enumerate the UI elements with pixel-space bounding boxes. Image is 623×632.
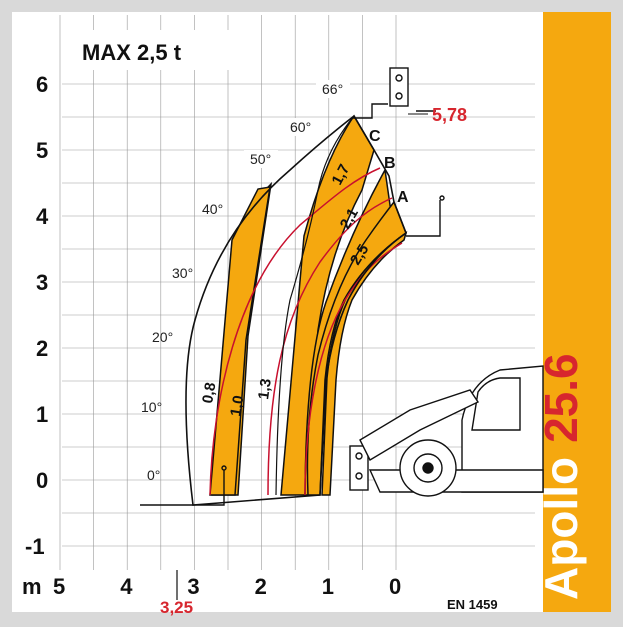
- machine-chassis: [368, 469, 544, 493]
- angle-10: 10°: [141, 399, 162, 415]
- telehandler-machine: [359, 365, 544, 497]
- angle-0: 0°: [147, 467, 160, 483]
- extension-label-c: C: [369, 128, 381, 145]
- extension-label-b: B: [384, 155, 396, 172]
- radius-curve-inner: [304, 242, 403, 496]
- angle-66: 66°: [322, 81, 343, 97]
- radius-curves: [209, 167, 403, 496]
- fork-at-max-reach: [406, 195, 445, 237]
- x-tick-label: 4: [120, 574, 133, 599]
- boom-angle-labels: 66° 60° 50° 40° 30° 20° 10° 0°: [141, 80, 350, 483]
- x-tick-label: 2: [255, 574, 267, 599]
- machine-cab-window: [471, 377, 521, 431]
- plot-panel: [12, 12, 543, 612]
- fork-at-ground: [140, 445, 369, 506]
- axis-ticks: 5 4 3 2 1 0 -1 0 1 2 3 4 5 6: [25, 72, 401, 599]
- radius-curve-outer: [209, 167, 381, 496]
- radius-curve-mid: [267, 197, 393, 496]
- angle-30: 30°: [172, 265, 193, 281]
- boom-envelope-front: [275, 115, 355, 496]
- fork-carriages: [140, 67, 445, 506]
- x-tick-label: 5: [53, 574, 65, 599]
- x-tick-label: 1: [322, 574, 334, 599]
- angle-40: 40°: [202, 201, 223, 217]
- y-tick-label: -1: [25, 534, 45, 559]
- brand-band: [543, 12, 611, 612]
- load-zone-core: [321, 231, 408, 496]
- boom-envelope-outline: [185, 114, 407, 506]
- y-tick-label: 2: [36, 336, 48, 361]
- angle-20: 20°: [152, 329, 173, 345]
- angle-50: 50°: [250, 151, 271, 167]
- extension-label-a: A: [397, 189, 409, 206]
- angle-60: 60°: [290, 119, 311, 135]
- max-height-value: 5,78: [432, 105, 467, 125]
- capacity-label-1-0: 1,0: [227, 394, 247, 417]
- machine-boom-arm: [359, 389, 480, 461]
- title-box: [63, 30, 243, 70]
- x-tick-label: 0: [389, 574, 401, 599]
- chart-title: MAX 2,5 t: [82, 40, 182, 65]
- capacity-label-0-8: 0,8: [199, 381, 219, 404]
- y-tick-label: 1: [36, 402, 48, 427]
- capacity-label-1-3: 1,3: [255, 378, 275, 401]
- max-reach-value: 3,25: [160, 598, 193, 617]
- extension-labels: C B A: [369, 128, 409, 206]
- y-tick-label: 0: [36, 468, 48, 493]
- x-tick-label: 3: [187, 574, 199, 599]
- y-tick-label: 4: [36, 204, 49, 229]
- y-tick-label: 3: [36, 270, 48, 295]
- y-tick-label: 6: [36, 72, 48, 97]
- load-zone-1-0: [209, 186, 271, 496]
- x-axis-unit: m: [22, 574, 42, 599]
- y-tick-label: 5: [36, 138, 48, 163]
- standard-label: EN 1459: [447, 597, 498, 612]
- fork-at-max-height: [352, 67, 436, 119]
